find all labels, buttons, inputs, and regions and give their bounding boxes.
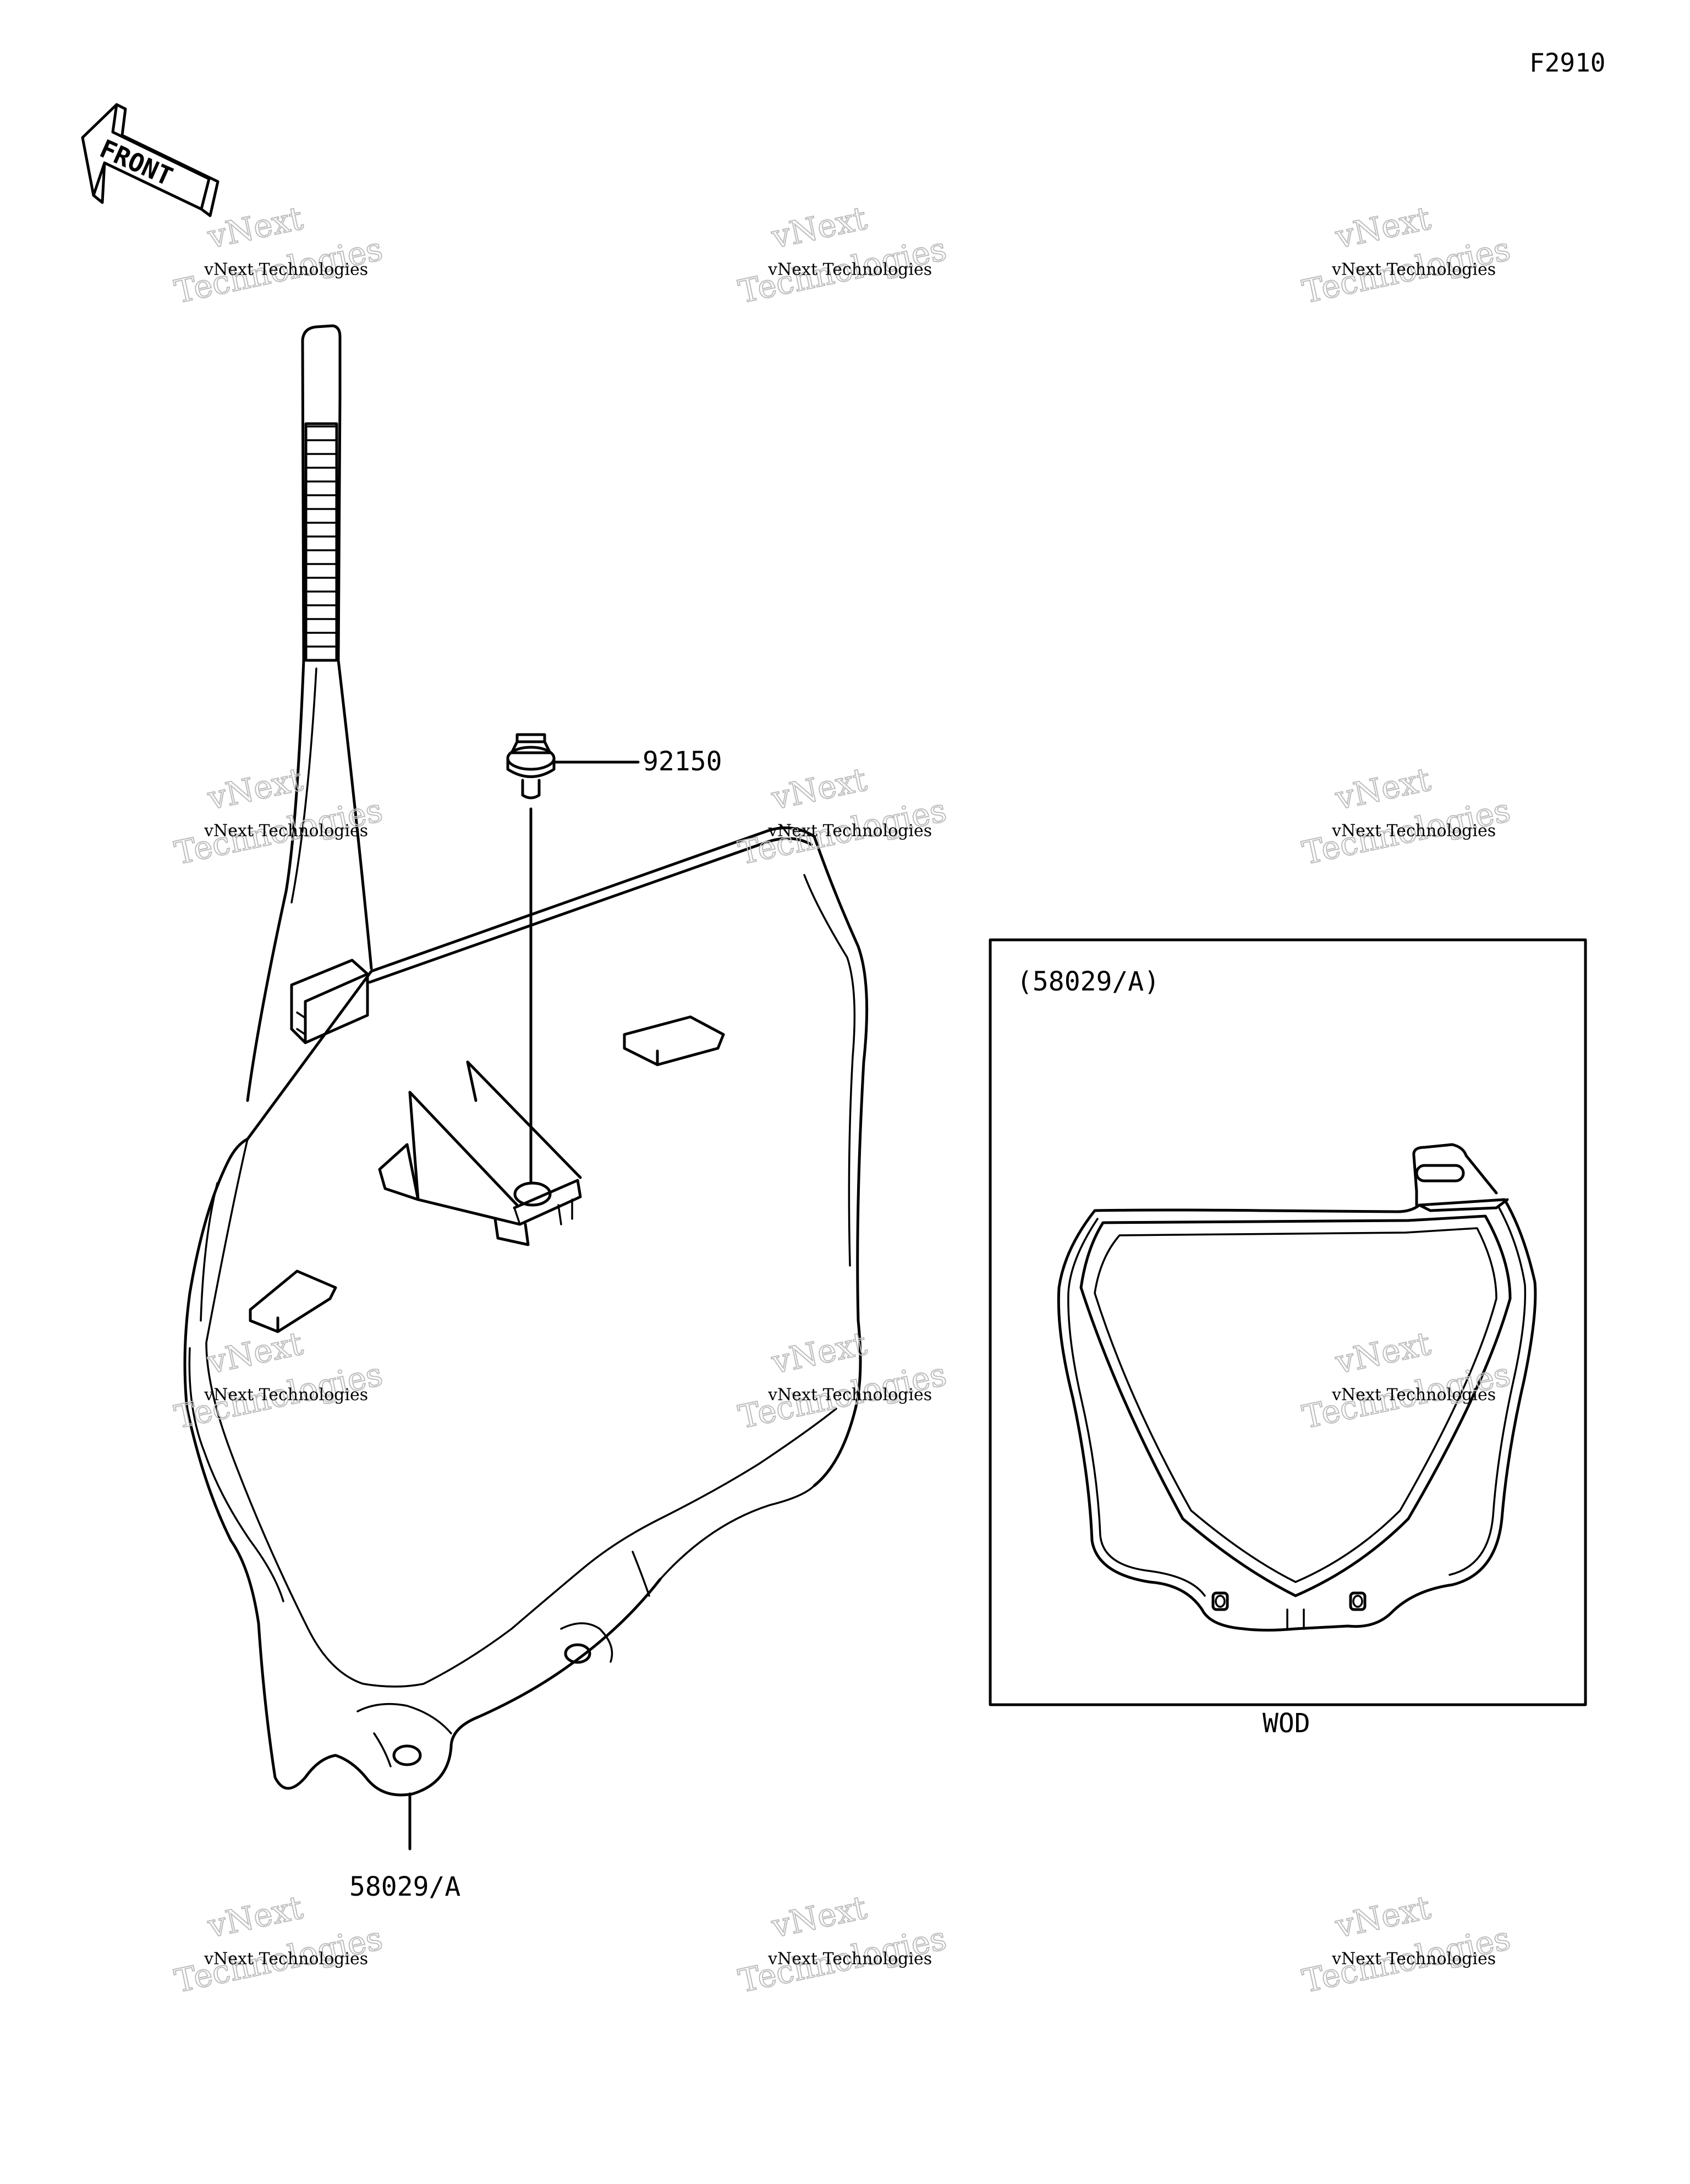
watermark-text-big: vNext [1332,199,1434,256]
watermark-text-big: vNext [768,1324,870,1381]
watermark-text-small: vNext Technologies [767,260,932,280]
plate-hole-right [564,1643,591,1664]
callout-92150: 92150 [643,746,722,777]
watermark-text-small: vNext Technologies [204,1386,368,1405]
watermark-text-small: vNext Technologies [767,1386,932,1405]
bracket-hole [513,1181,552,1207]
front-arrow-icon: FRONT [81,103,220,217]
inset-caption: WOD [1263,1708,1310,1739]
watermark-text-small: vNext Technologies [1331,1386,1496,1405]
watermark-text-small: vNext Technologies [204,822,368,841]
watermark-text-big: vNext [768,199,870,256]
figure-code: F2910 [1529,48,1605,78]
watermark-text-big: vNext [204,760,306,817]
watermark-text-small: vNext Technologies [204,260,368,280]
watermark-text-big: vNext [768,1889,870,1945]
watermark-text-big: vNext [204,1324,306,1381]
watermark-text-big: vNext [204,1889,306,1945]
strap-ribs [304,422,338,662]
plate-hole-left [392,1744,422,1766]
watermark-text-big: vNext [204,199,306,256]
watermark-text-small: vNext Technologies [1331,1950,1496,1969]
watermark-text-big: vNext [1332,1889,1434,1945]
watermark-text-small: vNext Technologies [1331,260,1496,280]
number-plate-drawing [183,324,869,1797]
watermark-text-big: vNext [1332,1324,1434,1381]
watermark-text-small: vNext Technologies [204,1950,368,1969]
bolt-icon [506,733,556,800]
watermark-text-big: vNext [768,760,870,817]
inset-plate-drawing [1057,1143,1537,1632]
watermark-text-big: vNext [1332,760,1434,817]
watermark-text-small: vNext Technologies [767,822,932,841]
inset-box: (58029/A) [989,938,1587,1706]
watermark-text-small: vNext Technologies [1331,822,1496,841]
watermark-text-small: vNext Technologies [767,1950,932,1969]
inset-title: (58029/A) [1017,966,1160,997]
callout-58029A: 58029/A [349,1871,460,1902]
